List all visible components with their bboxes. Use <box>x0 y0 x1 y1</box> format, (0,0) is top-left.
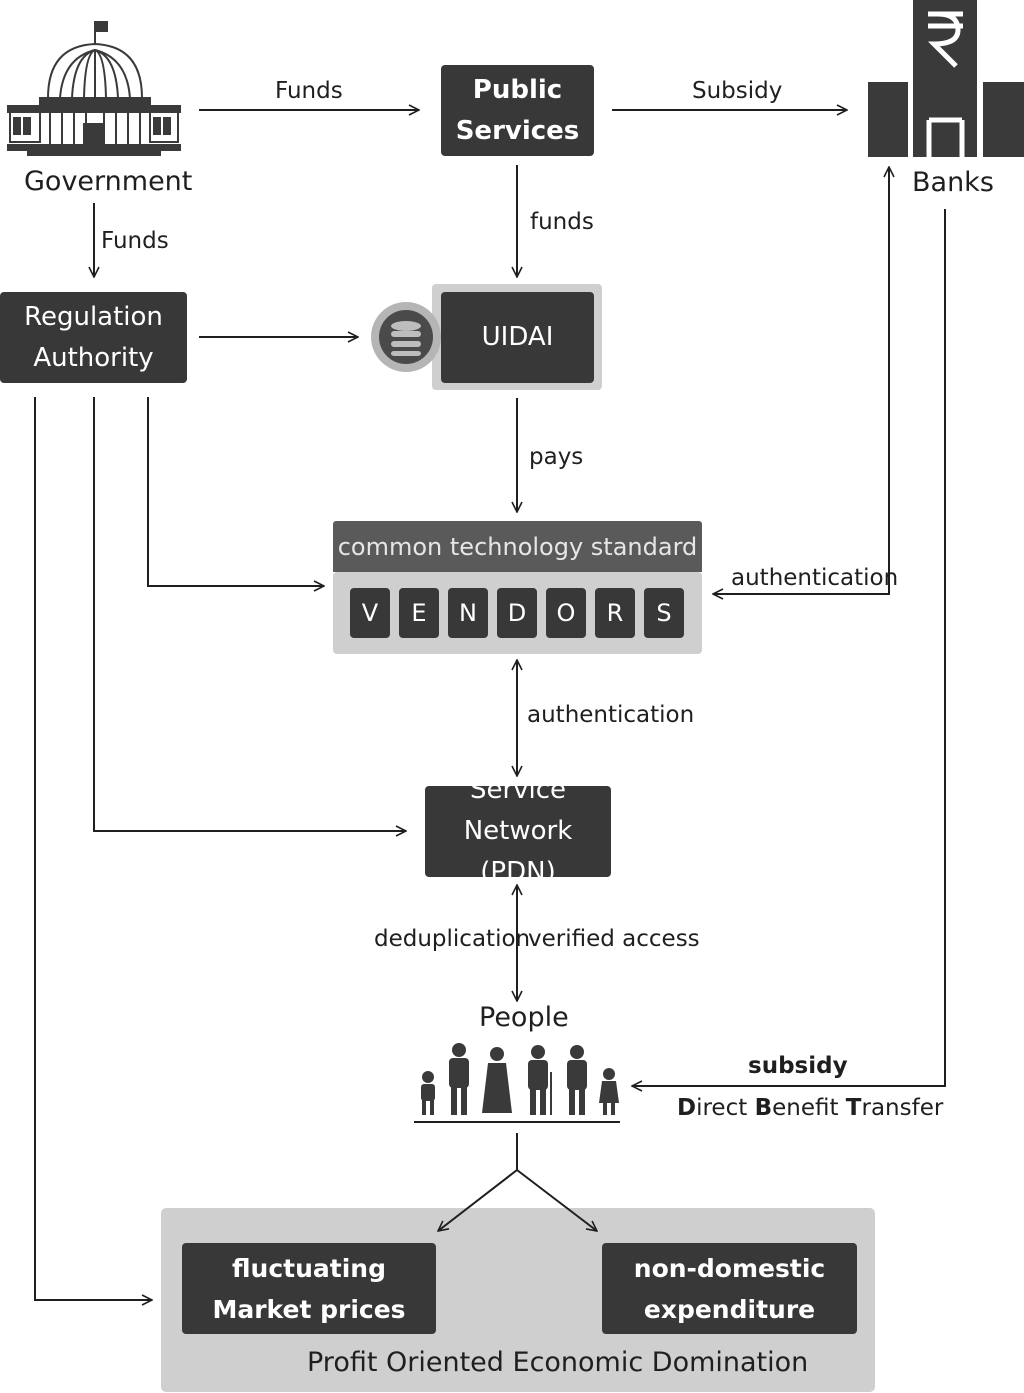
parliament-icon <box>7 21 181 156</box>
edge-label-dbt: Direct Benefit Transfer <box>677 1097 943 1120</box>
uidai-box[interactable]: UIDAI <box>441 292 594 383</box>
vendor-tile-s[interactable]: S <box>644 588 684 638</box>
non-domestic-line1: non-domestic <box>633 1253 826 1283</box>
edge-reg-profit <box>34 397 152 1300</box>
vendor-letter: R <box>606 599 624 627</box>
government-label: Government <box>24 166 193 197</box>
edge-reg-vendors <box>147 397 324 586</box>
dbt-rest: irect <box>696 1095 755 1121</box>
bank-rupee-icon <box>868 0 1024 157</box>
edge-people-market <box>438 1169 518 1231</box>
dbt-initial: B <box>754 1095 773 1121</box>
vendor-letter: O <box>556 599 576 627</box>
non-domestic-line2: expenditure <box>643 1294 816 1324</box>
service-network-line1: Service Network <box>463 775 573 846</box>
database-icon <box>371 302 441 372</box>
edge-label-deduplication: deduplication <box>374 926 531 952</box>
edge-banks-vendors <box>713 167 889 594</box>
non-domestic-box[interactable]: non-domestic expenditure <box>602 1243 857 1334</box>
vendor-letter: D <box>507 599 527 627</box>
public-services-line1: Public <box>472 74 563 105</box>
regulation-authority-box[interactable]: Regulation Authority <box>0 292 187 383</box>
edge-label-gov-public: Funds <box>275 78 343 104</box>
vendor-letter: S <box>656 599 672 627</box>
tech-standard-band: common technology standard <box>333 521 702 572</box>
edge-label-verified-access: verified access <box>528 926 700 952</box>
dbt-rest: enefit <box>772 1095 846 1121</box>
edge-label-vendors-pdn: authentication <box>527 702 695 728</box>
vendor-tile-o[interactable]: O <box>546 588 586 638</box>
uidai-label: UIDAI <box>481 322 554 352</box>
service-network-line2: (PDN) <box>480 857 556 887</box>
vendor-tile-n[interactable]: N <box>448 588 488 638</box>
edge-banks-people <box>632 209 946 1086</box>
vendor-tile-d[interactable]: D <box>497 588 537 638</box>
public-services-box[interactable]: Public Services <box>441 65 594 156</box>
vendor-letter: N <box>459 599 477 627</box>
dbt-initial: D <box>677 1095 697 1121</box>
regulation-line2: Authority <box>33 342 154 373</box>
market-prices-box[interactable]: fluctuating Market prices <box>182 1243 436 1334</box>
people-label: People <box>479 1002 569 1033</box>
regulation-line1: Regulation <box>24 301 163 332</box>
people-group-icon <box>421 1043 619 1115</box>
profit-label: Profit Oriented Economic Domination <box>307 1347 809 1378</box>
market-prices-line2: Market prices <box>212 1294 406 1324</box>
vendor-letter: V <box>361 599 379 627</box>
edge-label-subsidy: subsidy <box>748 1053 848 1079</box>
vendor-tile-r[interactable]: R <box>595 588 635 638</box>
service-network-box[interactable]: Service Network (PDN) <box>425 775 611 887</box>
edge-label-public-banks: Subsidy <box>692 78 783 104</box>
vendor-letter: E <box>411 599 427 627</box>
edge-label-public-uidai: funds <box>530 209 594 235</box>
vendor-tile-e[interactable]: E <box>399 588 439 638</box>
edge-label-gov-reg: Funds <box>101 228 169 254</box>
dbt-initial: T <box>845 1095 862 1121</box>
dbt-rest: ransfer <box>861 1095 944 1121</box>
edge-label-banks-vendors: authentication <box>731 565 899 591</box>
edge-label-uidai-vendors: pays <box>529 444 584 470</box>
market-prices-line1: fluctuating <box>232 1253 386 1283</box>
banks-label: Banks <box>912 167 994 198</box>
edge-people-nondomestic <box>516 1169 597 1231</box>
public-services-line2: Services <box>455 115 580 146</box>
tech-standard-label: common technology standard <box>337 532 698 561</box>
edge-reg-pdn <box>93 397 406 831</box>
vendor-tile-v[interactable]: V <box>350 588 390 638</box>
